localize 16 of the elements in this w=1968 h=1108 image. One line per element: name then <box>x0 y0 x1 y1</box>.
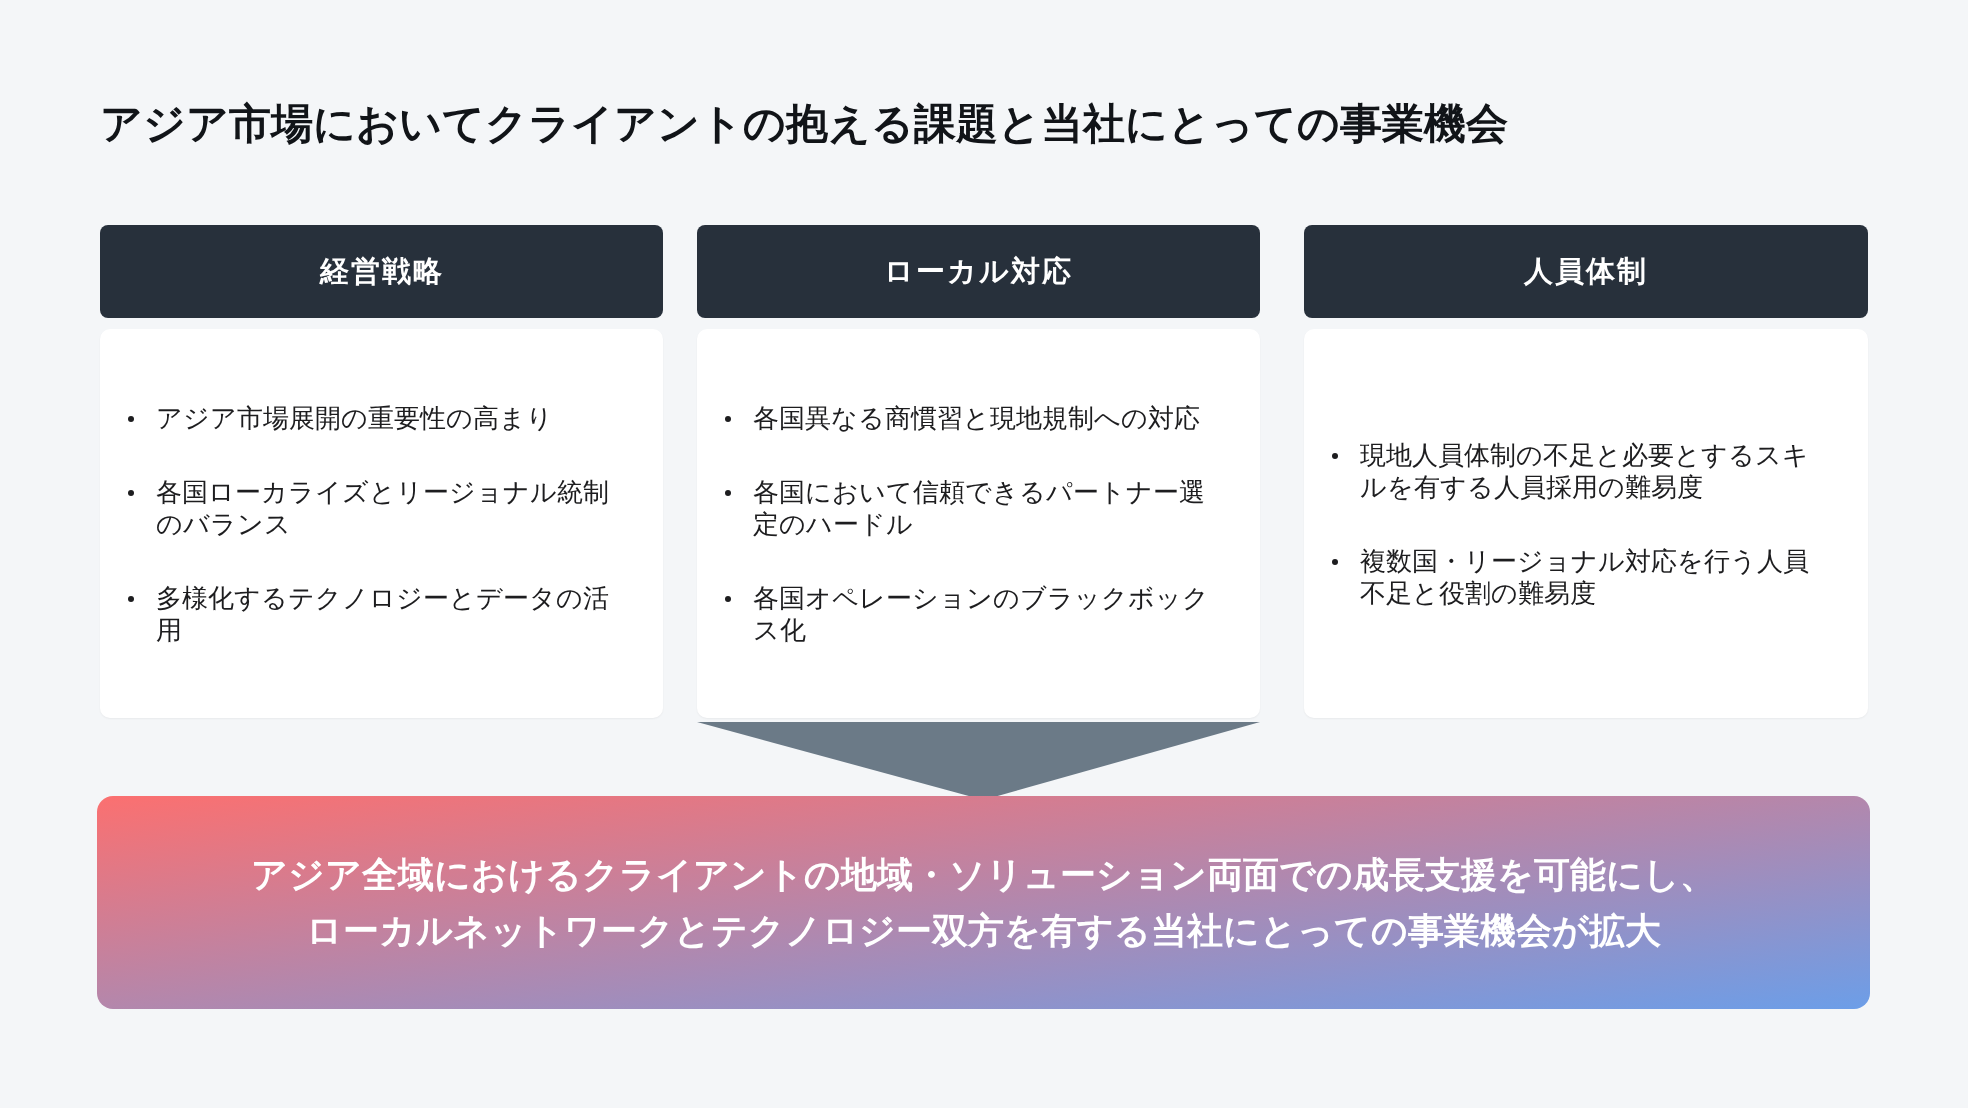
bullet-item: 各国異なる商慣習と現地規制への対応 <box>719 401 1218 434</box>
category-header: ローカル対応 <box>697 225 1260 318</box>
bullet-item: アジア市場展開の重要性の高まり <box>122 401 621 434</box>
category-header: 人員体制 <box>1304 225 1868 318</box>
content-card <box>1304 329 1868 718</box>
slide-title: アジア市場においてクライアントの抱える課題と当社にとっての事業機会 <box>100 98 1508 150</box>
content-card <box>100 329 663 718</box>
content-card <box>697 329 1260 718</box>
bullet-item: 各国ローカライズとリージョナル統制のバランス <box>122 475 621 540</box>
bullet-item: 現地人員体制の不足と必要とするスキルを有する人員採用の難易度 <box>1326 438 1825 503</box>
bullet-item: 各国オペレーションのブラックボックス化 <box>719 581 1218 646</box>
conclusion-banner: アジア全域におけるクライアントの地域・ソリューション両面での成長支援を可能にし、ローカルネットワークとテクノロジー双方を有する当社にとっての事業機会が拡大 <box>97 796 1870 1009</box>
bullet-item: 各国において信頼できるパートナー選定のハードル <box>719 475 1218 540</box>
bullet-item: 複数国・リージョナル対応を行う人員不足と役割の難易度 <box>1326 544 1825 609</box>
bullet-item: 多様化するテクノロジーとデータの活用 <box>122 581 621 646</box>
category-header: 経営戦略 <box>100 225 663 318</box>
